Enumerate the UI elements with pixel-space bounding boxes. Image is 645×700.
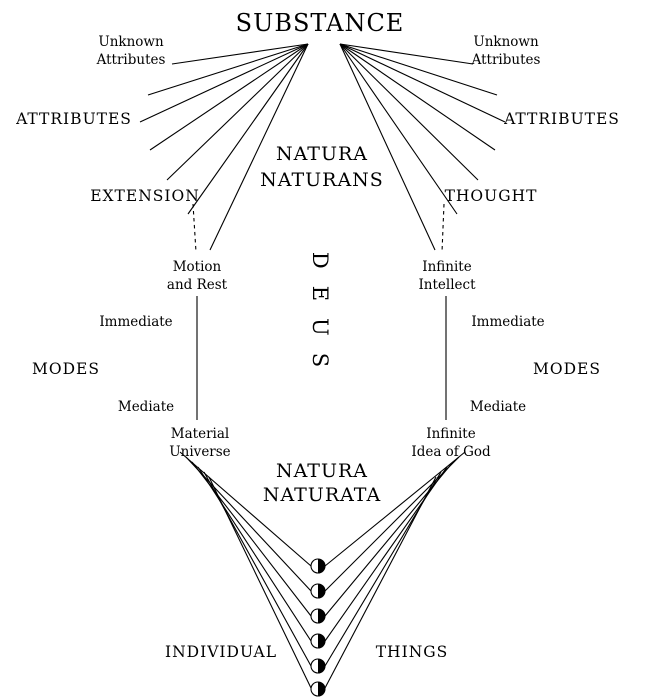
infinite-idea-of-god-label-line2: Idea of God <box>411 444 491 460</box>
fan-line <box>209 43 309 251</box>
fan-line <box>339 43 506 123</box>
right-attribute-fan <box>339 43 506 251</box>
left-unknown-attributes-label-line2: Attributes <box>96 52 166 68</box>
infinite-idea-of-god-label-line1: Infinite <box>426 426 475 442</box>
individual-thing-node <box>310 583 326 599</box>
infinite-intellect-label-line2: Intellect <box>418 277 476 293</box>
fan-line <box>179 451 312 567</box>
infinite-intellect-label-line1: Infinite <box>422 259 471 275</box>
fan-line <box>339 43 474 65</box>
material-universe-label-line1: Material <box>171 426 229 442</box>
individual-thing-node <box>310 633 326 649</box>
motion-and-rest-label-line2: and Rest <box>167 277 228 293</box>
fan-line <box>339 43 479 181</box>
individual-thing-node <box>310 658 326 674</box>
fan-line <box>147 43 309 96</box>
fan-line <box>149 43 309 151</box>
natura-naturata-label-line2: NATURATA <box>263 484 381 506</box>
fan-line <box>324 476 437 689</box>
individual-thing-node <box>310 558 326 574</box>
left-things-fan <box>179 451 312 689</box>
natura-naturans-label-line1: NATURA <box>276 143 368 165</box>
fan-line <box>171 43 309 65</box>
individual-thing-nodes <box>310 558 326 697</box>
things-label: THINGS <box>376 643 449 661</box>
thought-to-intellect-dashed-line <box>441 203 445 253</box>
left-unknown-attributes-label-line1: Unknown <box>98 34 164 50</box>
left-attributes-label: ATTRIBUTES <box>15 110 132 128</box>
fan-line <box>139 43 309 123</box>
right-unknown-attributes-label-line2: Attributes <box>471 52 541 68</box>
individual-thing-node <box>310 608 326 624</box>
fan-line <box>339 43 436 251</box>
right-unknown-attributes-label-line1: Unknown <box>473 34 539 50</box>
left-attribute-fan <box>139 43 309 251</box>
fan-line <box>187 43 309 215</box>
left-immediate-label: Immediate <box>99 314 172 330</box>
extension-to-motion-dashed-line <box>192 203 197 253</box>
individual-thing-node <box>310 681 326 697</box>
fan-line <box>166 43 309 181</box>
fan-line <box>339 43 458 215</box>
substance-label: SUBSTANCE <box>236 9 405 37</box>
extension-label: EXTENSION <box>90 187 200 205</box>
fan-line <box>208 476 312 689</box>
right-attributes-label: ATTRIBUTES <box>503 110 620 128</box>
individual-label: INDIVIDUAL <box>165 643 277 661</box>
right-modes-label: MODES <box>533 360 601 378</box>
right-mediate-label: Mediate <box>470 399 526 415</box>
left-modes-label: MODES <box>32 360 100 378</box>
material-universe-label-line2: Universe <box>169 444 230 460</box>
motion-and-rest-label-line1: Motion <box>173 259 222 275</box>
fan-line <box>339 43 496 151</box>
fan-line <box>185 456 312 592</box>
fan-line <box>324 451 466 567</box>
fan-line <box>339 43 498 96</box>
deus-label: DEUS <box>308 252 332 384</box>
thought-label: THOUGHT <box>445 187 538 205</box>
left-mediate-label: Mediate <box>118 399 174 415</box>
natura-naturans-label-line2: NATURANS <box>260 169 384 191</box>
right-immediate-label: Immediate <box>471 314 544 330</box>
natura-naturata-label-line1: NATURA <box>276 460 368 482</box>
right-things-fan <box>324 451 466 689</box>
